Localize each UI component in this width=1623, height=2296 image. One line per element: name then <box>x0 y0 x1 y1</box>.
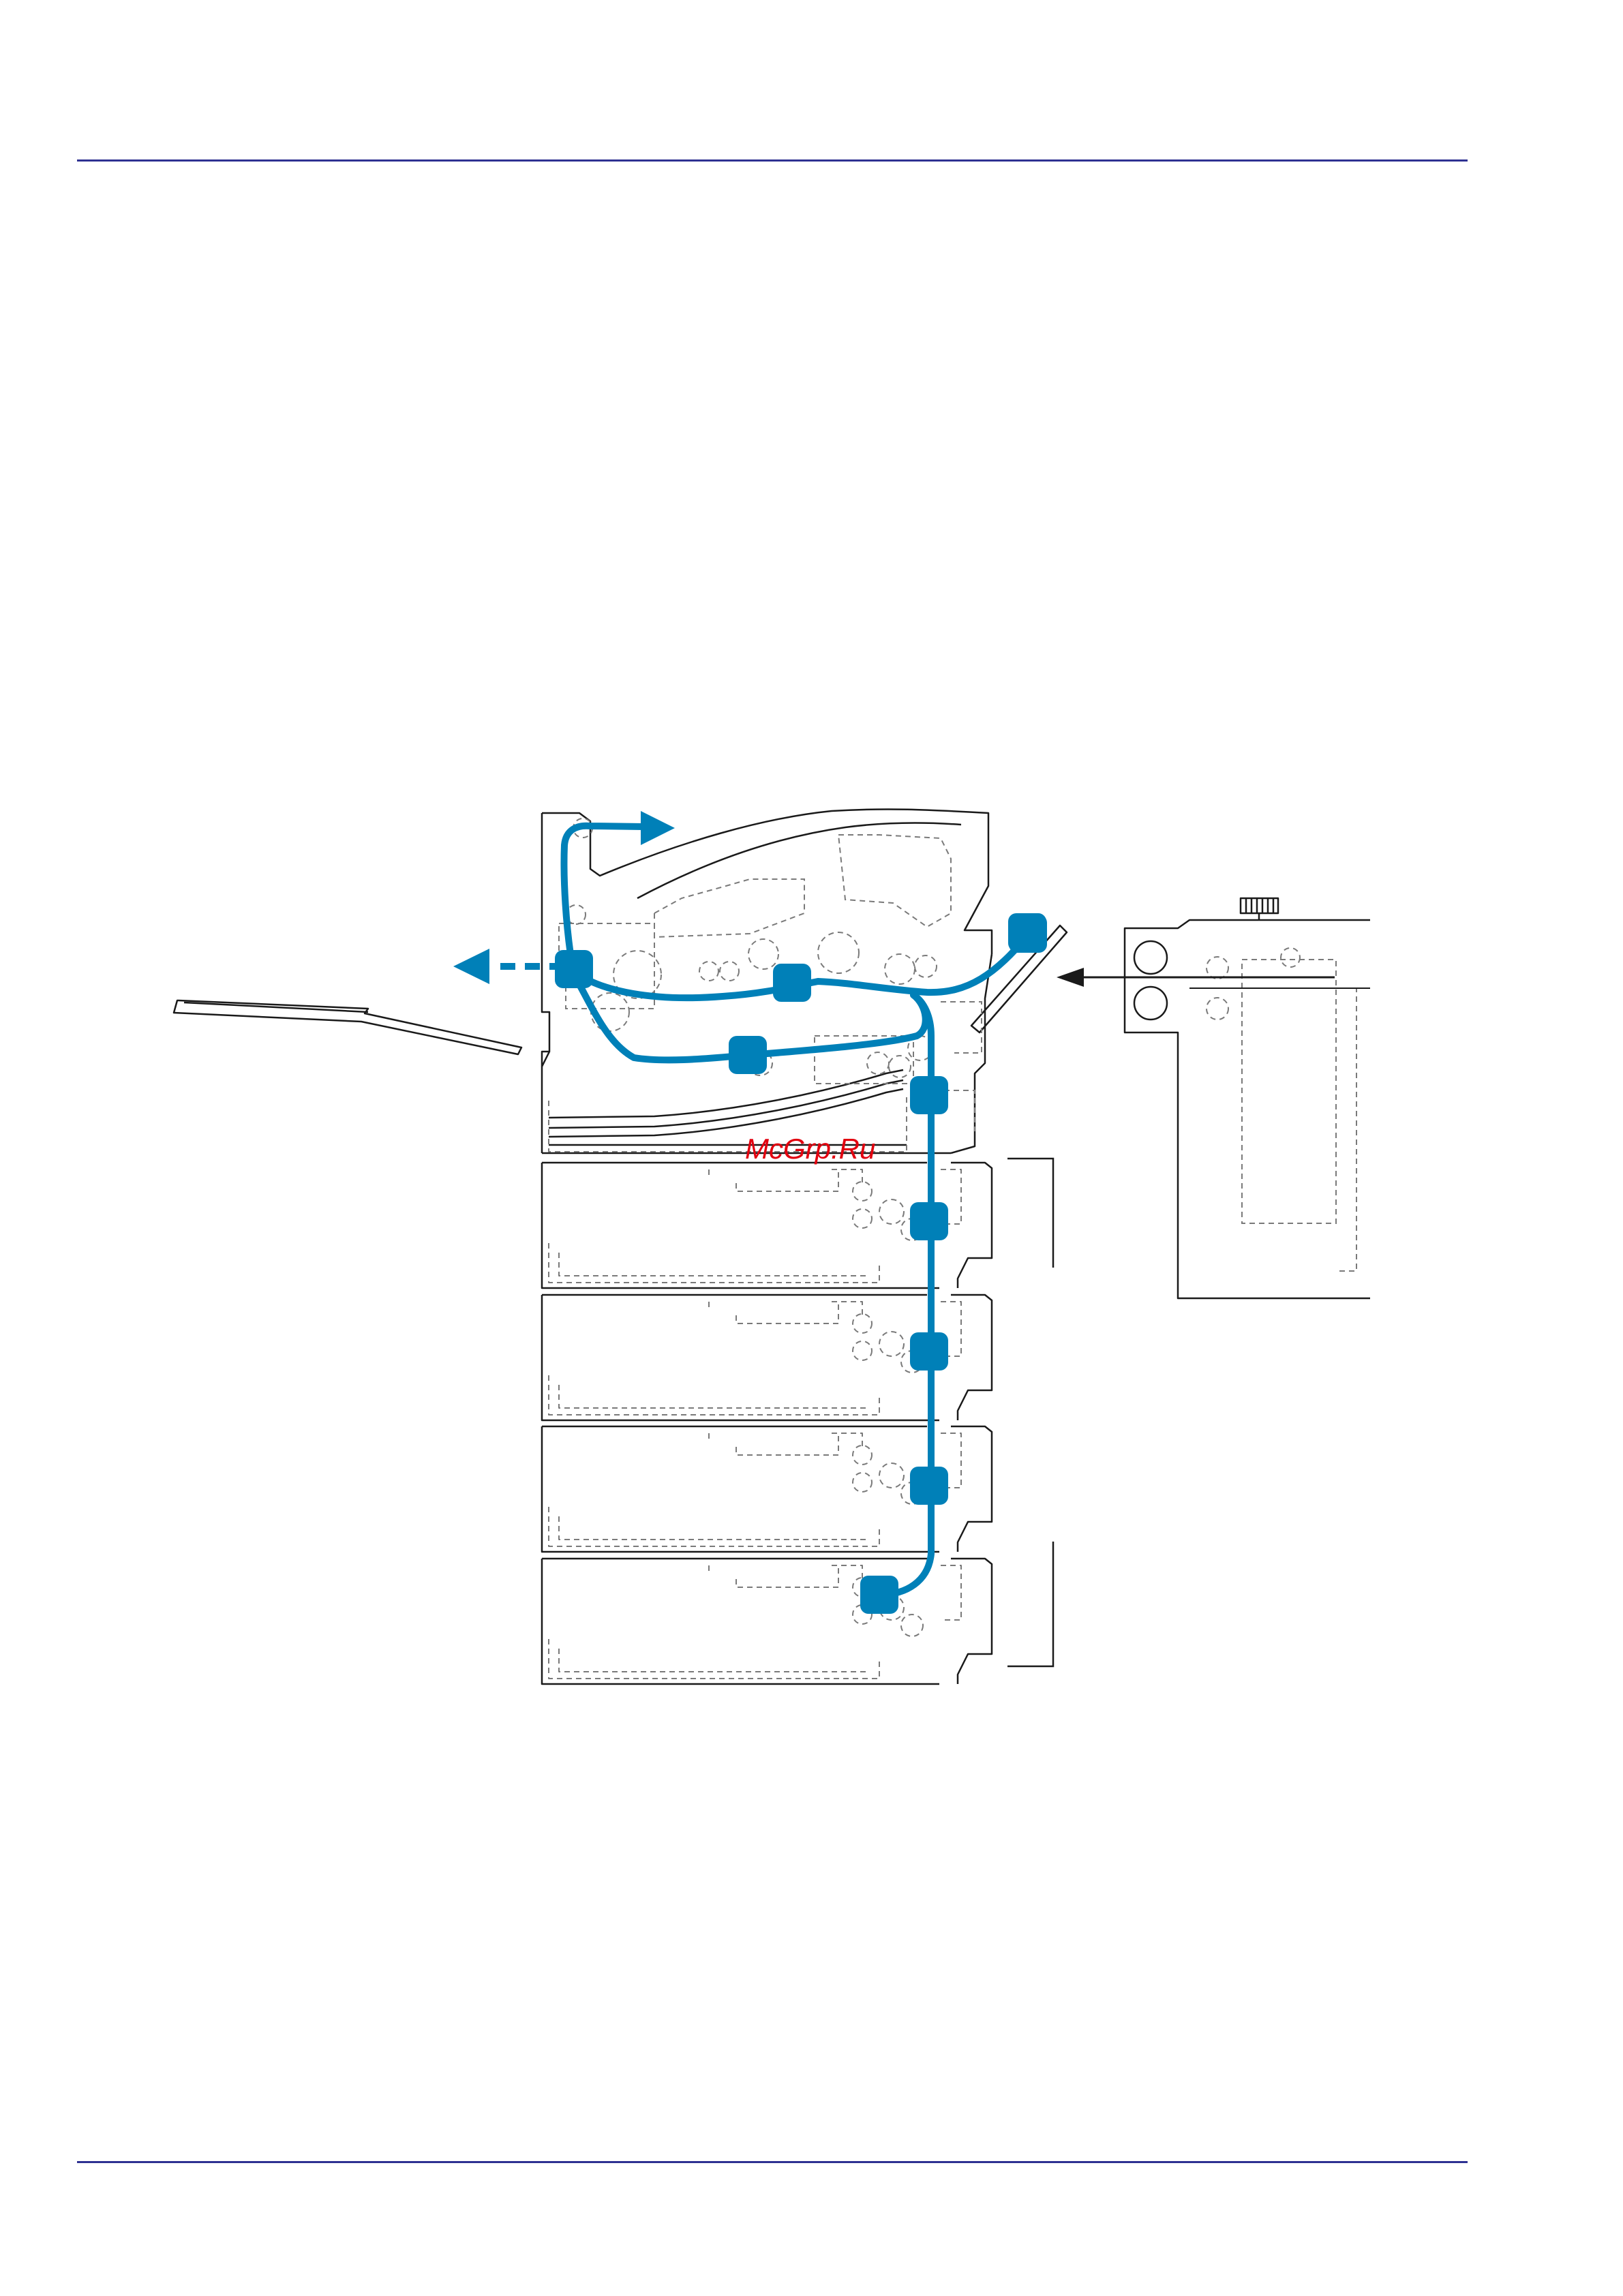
paper-feeder-internals <box>549 1302 961 1415</box>
feeder-roller-a <box>853 1445 872 1465</box>
feeder-roller-d <box>853 1341 872 1360</box>
feed-point-marker <box>729 1036 767 1074</box>
feeder-roller-b <box>879 1463 904 1488</box>
envelope-inner-roller-b <box>1207 998 1228 1020</box>
path-face-down-exit <box>564 826 645 968</box>
envelope-inner-roller <box>1281 948 1300 967</box>
feeder-cassette-frame <box>549 1169 879 1283</box>
feed-point-marker <box>910 1467 948 1505</box>
printer-top-cover <box>542 809 992 954</box>
feeder-roller-b <box>879 1199 904 1224</box>
drum <box>818 932 859 973</box>
feeder-roller-d <box>853 1473 872 1492</box>
registration-roller-c <box>720 962 739 981</box>
registration-roller-a <box>915 955 937 977</box>
envelope-roller-lower <box>1134 987 1167 1020</box>
face-up-tray <box>174 1000 521 1054</box>
feeder-cassette-frame <box>549 1565 879 1679</box>
envelope-inner-frame <box>1242 960 1370 1271</box>
feeder-cassette-frame <box>549 1433 879 1546</box>
feed-point-marker <box>910 1202 948 1240</box>
main-cassette-front <box>542 1052 549 1067</box>
face-up-tray-outline <box>174 1000 521 1054</box>
feeder-roller-b <box>879 1332 904 1356</box>
face-up-exit-arrowhead <box>453 949 489 984</box>
bracket-lower <box>1007 1542 1053 1666</box>
footer-rule <box>77 2161 1468 2163</box>
duplex-roller-a <box>867 1052 889 1074</box>
feed-point-marker <box>910 1332 948 1371</box>
internal-components <box>549 818 1370 1271</box>
printer-inner-cover <box>637 823 961 898</box>
feed-point-marker <box>555 950 593 988</box>
transfer-roller <box>748 939 778 969</box>
envelope-feeder <box>971 898 1370 1298</box>
feeder-roller-a <box>853 1182 872 1201</box>
paper-feeder-internals <box>549 1169 961 1283</box>
paper-path <box>564 826 1030 1595</box>
paper-feeder-internals <box>549 1565 961 1679</box>
envelope-feeder-knob <box>1241 898 1278 920</box>
feeder-roller-a <box>853 1314 872 1333</box>
developer-unit <box>838 835 951 927</box>
feed-point-marker <box>910 1076 948 1114</box>
face-up-exit-arrow <box>453 949 564 984</box>
face-down-exit-arrowhead <box>641 811 675 845</box>
toner-container <box>654 879 804 937</box>
duplex-roller-b <box>889 1056 911 1077</box>
envelope-feed-arrowhead <box>1057 968 1084 987</box>
envelope-inner-roller-c <box>1207 957 1228 979</box>
registration-roller-b <box>699 962 718 981</box>
envelope-feed-arrow <box>1057 968 1370 988</box>
watermark: McGrp.Ru <box>745 1133 875 1165</box>
paper-feeder-internals <box>549 1433 961 1546</box>
feeder-brackets <box>1007 1159 1053 1666</box>
developer-roller <box>885 954 915 984</box>
bracket-upper <box>1007 1159 1053 1268</box>
feed-point-markers <box>555 913 1047 1614</box>
feed-point-marker <box>773 964 811 1002</box>
envelope-roller-upper <box>1134 941 1167 974</box>
feeder-cassette-frame <box>549 1302 879 1415</box>
paper-feeders <box>542 1163 992 1684</box>
feeder-roller-d <box>853 1209 872 1228</box>
feed-point-marker <box>860 1576 898 1614</box>
feed-point-marker <box>1008 913 1046 951</box>
feeder-roller-c <box>901 1614 923 1636</box>
